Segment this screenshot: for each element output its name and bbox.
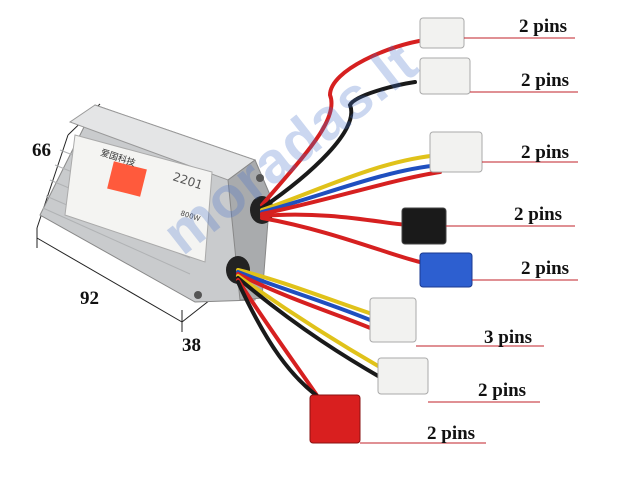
dimension-height: 66 [32, 140, 51, 161]
connector-6 [369, 297, 417, 343]
connector-label-2: 2 pins [521, 70, 570, 91]
lower-wires [236, 268, 387, 407]
controller-housing: 爱国科技 2201 800W [39, 104, 274, 303]
leader-lines [360, 37, 578, 444]
connector-label-5: 2 pins [521, 258, 570, 279]
connector-7 [377, 357, 429, 395]
connector-5 [419, 252, 473, 288]
connector-label-1: 2 pins [519, 16, 568, 37]
connector-label-3: 2 pins [521, 142, 570, 163]
dimension-depth: 38 [182, 335, 201, 356]
connector-8 [309, 394, 361, 444]
connector-3 [429, 131, 483, 173]
connector-label-8: 2 pins [427, 423, 476, 444]
connector-label-7: 2 pins [478, 380, 527, 401]
connector-1 [419, 17, 465, 49]
connector-4 [401, 207, 447, 245]
connector-label-4: 2 pins [514, 204, 563, 225]
upper-wires [260, 38, 442, 264]
dimension-width: 92 [80, 288, 99, 309]
connectors [309, 17, 483, 444]
connector-2 [419, 57, 471, 95]
connector-label-6: 3 pins [484, 327, 533, 348]
